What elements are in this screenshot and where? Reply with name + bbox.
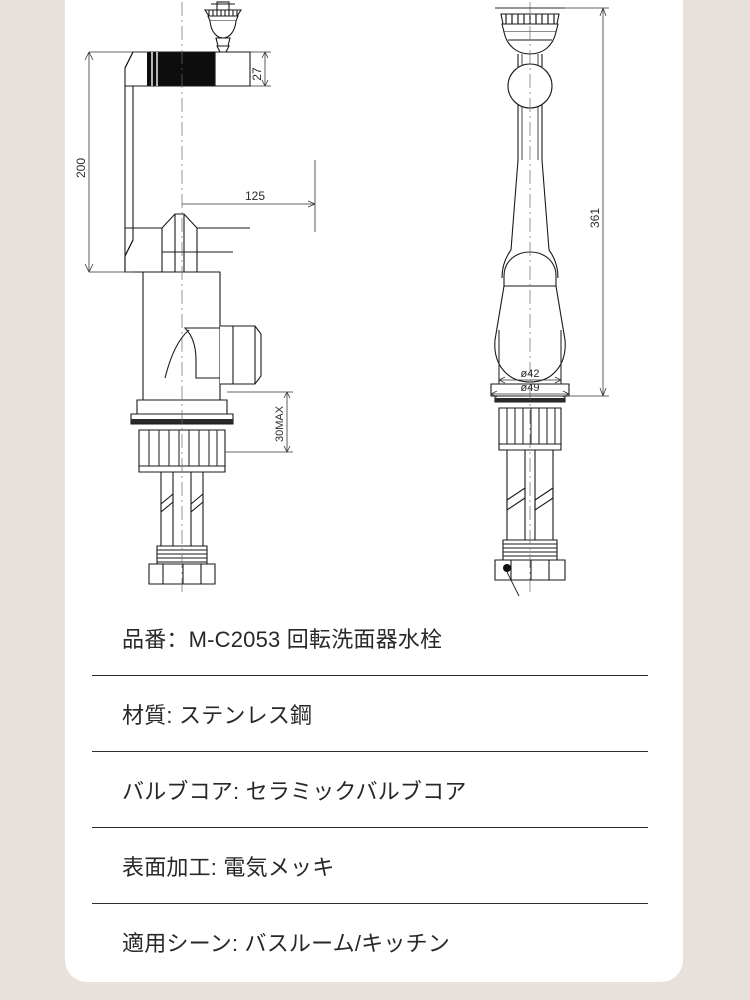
left-spray-head [203, 1, 243, 55]
content-card: 200 27 125 30MAX 361 ø42 ø49 品番：M-C2053 … [65, 0, 683, 982]
right-view-group [490, 2, 570, 597]
spec-divider [92, 675, 648, 676]
left-spout-arm [124, 51, 251, 87]
spec-text-model-number: 品番：M-C2053 回転洗面器水栓 [122, 627, 443, 652]
dim-label-27: 27 [250, 67, 264, 81]
right-supply-hose [506, 450, 554, 540]
spec-divider [92, 903, 648, 904]
dim-label-30max: 30MAX [274, 405, 286, 442]
spec-divider [92, 751, 648, 752]
spec-row-surface-finish: 表面加工: 電気メッキ [92, 828, 648, 904]
dim-label-49: ø49 [521, 382, 540, 394]
right-mounting-nut [498, 407, 562, 451]
spec-text-surface-finish: 表面加工: 電気メッキ [122, 855, 335, 880]
spec-row-model-number: 品番：M-C2053 回転洗面器水栓 [92, 600, 648, 676]
left-valve-body [142, 271, 262, 401]
left-view-group [124, 1, 262, 596]
right-spray-head [495, 7, 565, 55]
dim-label-42: ø42 [521, 368, 540, 380]
right-column [501, 159, 559, 279]
dimension-lines [84, 7, 609, 453]
spec-row-application-scene: 適用シーン: バスルーム/キッチン [92, 904, 648, 980]
spec-row-valve-core: バルブコア: セラミックバルブコア [92, 752, 648, 828]
faucet-drawing-svg: 200 27 125 30MAX 361 ø42 ø49 [74, 1, 609, 597]
left-cartridge-cap [161, 213, 233, 273]
left-supply-hose [160, 472, 204, 546]
dim-label-200: 200 [74, 158, 88, 178]
spec-divider [92, 827, 648, 828]
spec-text-material: 材質: ステンレス鋼 [122, 703, 313, 728]
technical-drawing: 200 27 125 30MAX 361 ø42 ø49 [65, 0, 683, 600]
dim-label-361: 361 [588, 208, 602, 228]
specification-list: 品番：M-C2053 回転洗面器水栓 材質: ステンレス鋼 バルブコア: セラミ… [92, 600, 648, 980]
spec-text-application-scene: 適用シーン: バスルーム/キッチン [122, 931, 450, 956]
spec-row-material: 材質: ステンレス鋼 [92, 676, 648, 752]
spec-text-valve-core: バルブコア: セラミックバルブコア [122, 779, 467, 804]
dim-label-125: 125 [245, 189, 265, 203]
